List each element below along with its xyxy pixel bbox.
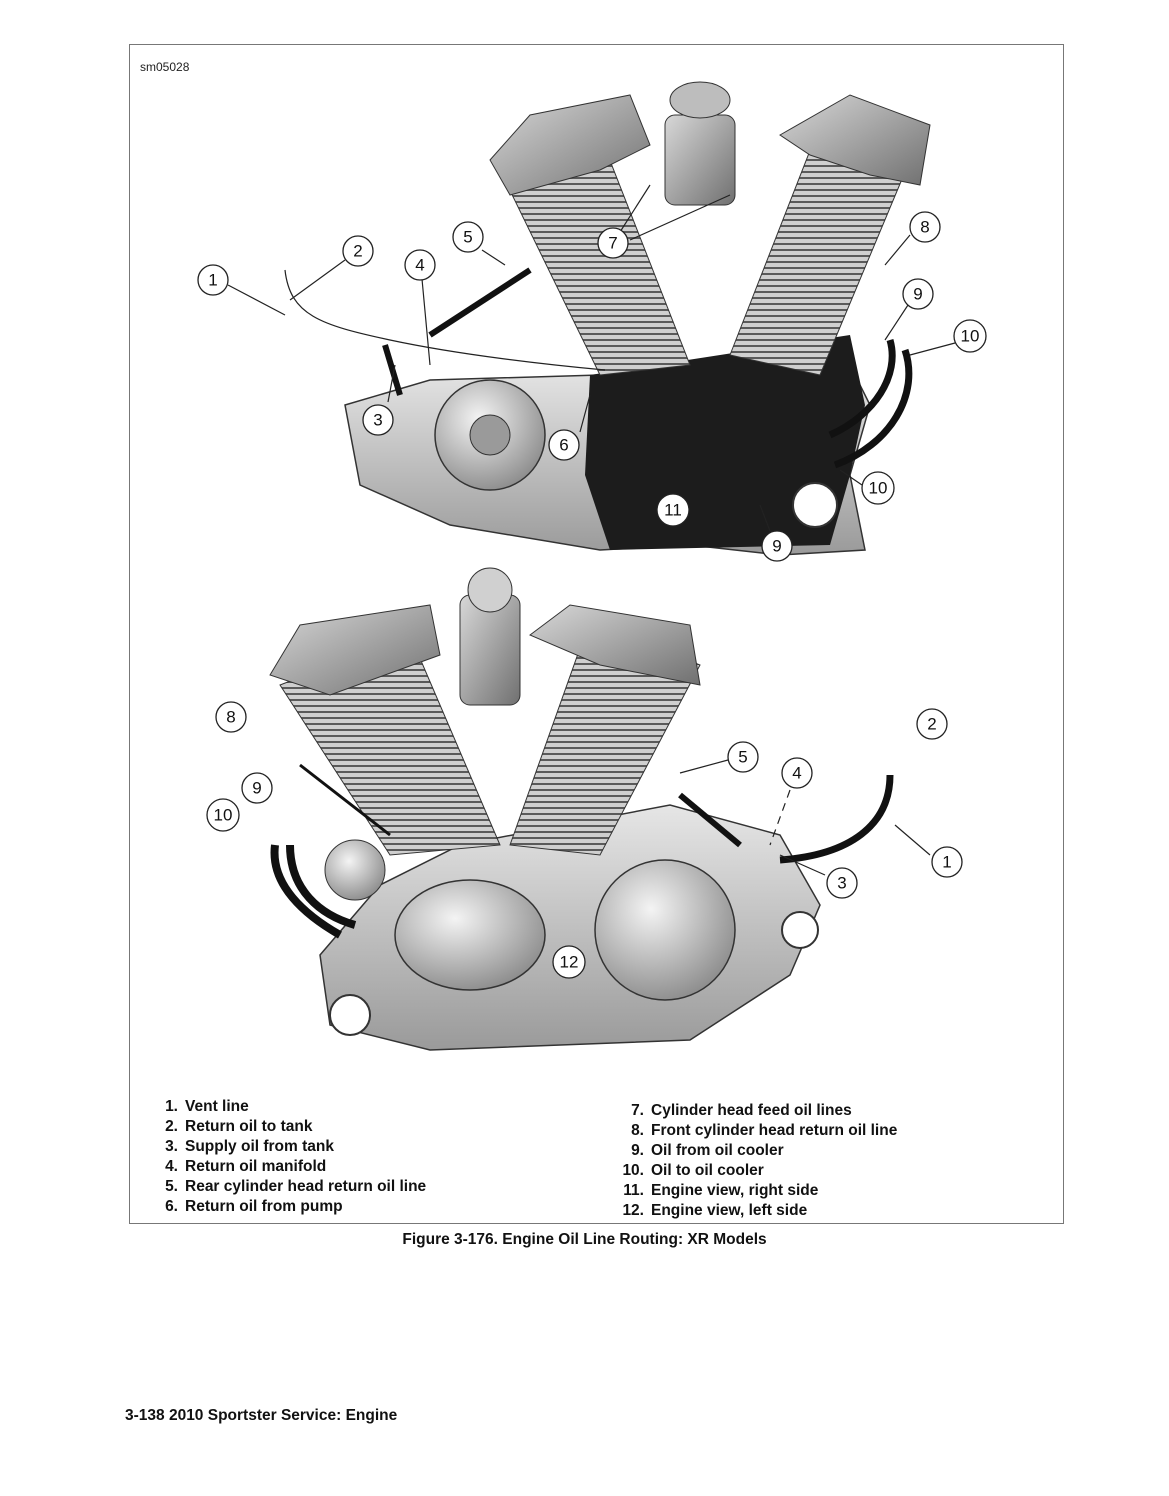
legend-item: 11.Engine view, right side bbox=[623, 1182, 819, 1199]
callout-3-bottom: 3 bbox=[837, 874, 846, 893]
legend-item: 9.Oil from oil cooler bbox=[631, 1142, 784, 1159]
figure-id: sm05028 bbox=[140, 60, 190, 74]
legend-item: 1.Vent line bbox=[165, 1098, 249, 1115]
engine-right-side-view bbox=[284, 81, 931, 556]
legend-item: 3.Supply oil from tank bbox=[165, 1138, 334, 1155]
callout-5-bottom: 5 bbox=[738, 748, 747, 767]
legend-item: 7.Cylinder head feed oil lines bbox=[631, 1102, 852, 1119]
callout-6: 6 bbox=[559, 436, 568, 455]
callouts-top: 1 2 3 4 5 6 7 8 9 10 10 11 bbox=[197, 184, 987, 562]
legend-item: 2.Return oil to tank bbox=[165, 1118, 313, 1135]
callout-4: 4 bbox=[415, 256, 424, 275]
callout-4-bottom: 4 bbox=[792, 764, 801, 783]
callout-11: 11 bbox=[664, 501, 682, 520]
legend-item: 10.Oil to oil cooler bbox=[622, 1162, 764, 1179]
callout-1: 1 bbox=[208, 271, 217, 290]
legend-item: 8.Front cylinder head return oil line bbox=[631, 1122, 898, 1139]
legend-item: 6.Return oil from pump bbox=[165, 1198, 343, 1215]
callout-10a: 10 bbox=[961, 327, 980, 346]
callout-10-bottom: 10 bbox=[214, 806, 233, 825]
callout-12: 12 bbox=[560, 953, 579, 972]
callout-9a: 9 bbox=[913, 285, 922, 304]
legend-item: 12.Engine view, left side bbox=[622, 1202, 808, 1219]
page-footer: 3-138 2010 Sportster Service: Engine bbox=[125, 1407, 398, 1424]
legend-item: 4.Return oil manifold bbox=[165, 1158, 327, 1175]
engine-left-side-view bbox=[269, 567, 894, 1051]
callout-8: 8 bbox=[920, 218, 929, 237]
figure-caption: Figure 3-176. Engine Oil Line Routing: X… bbox=[402, 1231, 767, 1248]
legend-left: 1.Vent line 2.Return oil to tank 3.Suppl… bbox=[146, 1097, 566, 1217]
figure-frame bbox=[129, 44, 1064, 1224]
callout-7: 7 bbox=[608, 234, 617, 253]
callout-5: 5 bbox=[463, 228, 472, 247]
engine-illustration: 1 2 3 4 5 6 7 8 9 10 10 11 bbox=[197, 81, 987, 1051]
callout-2: 2 bbox=[353, 242, 362, 261]
callout-2-bottom: 2 bbox=[927, 715, 936, 734]
callout-10b: 10 bbox=[869, 479, 888, 498]
callout-9b: 9 bbox=[772, 537, 781, 556]
callout-9-bottom: 9 bbox=[252, 779, 261, 798]
callout-1-bottom: 1 bbox=[942, 853, 951, 872]
callouts-bottom: 8 9 10 5 4 2 1 3 12 bbox=[206, 701, 963, 979]
legend-item: 5.Rear cylinder head return oil line bbox=[165, 1178, 427, 1195]
legend-right: 7.Cylinder head feed oil lines 8.Front c… bbox=[612, 1101, 1032, 1221]
callout-3: 3 bbox=[373, 411, 382, 430]
callout-8-bottom: 8 bbox=[226, 708, 235, 727]
